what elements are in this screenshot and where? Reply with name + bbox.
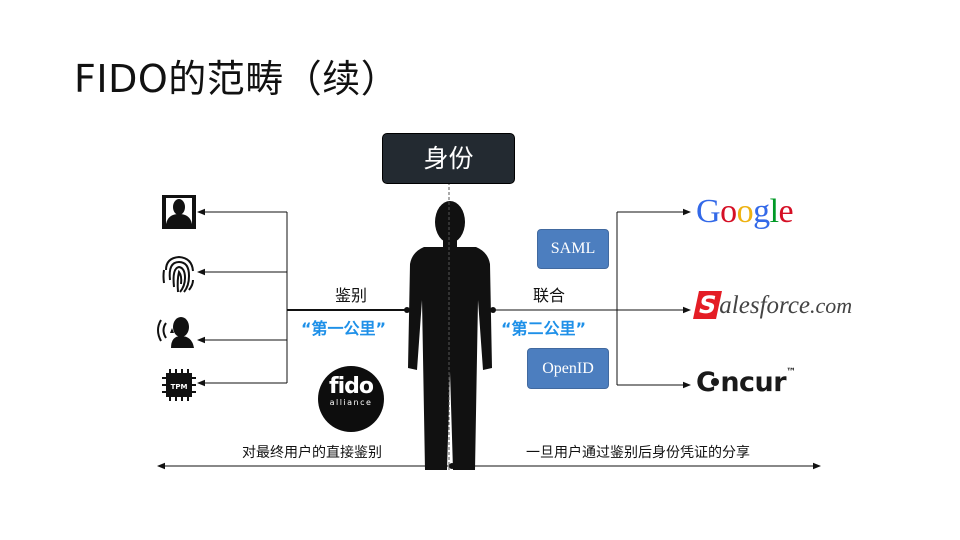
fido-alliance-logo: fido alliance [318, 366, 384, 432]
google-logo: Google [696, 193, 794, 231]
salesforce-logo: Salesforce.com [693, 291, 853, 320]
right-connector [493, 208, 691, 389]
tpm-chip-icon: TPM [162, 369, 196, 401]
first-mile-label: “第一公里” [301, 319, 387, 338]
fido-logo-sub: alliance [329, 398, 373, 407]
concur-c: C [696, 367, 716, 398]
tpm-label: TPM [171, 383, 188, 391]
google-letter: l [769, 193, 779, 230]
concur-dot-icon [711, 378, 720, 386]
google-letter: o [736, 193, 754, 230]
salesforce-word: alesforce [719, 292, 811, 319]
fingerprint-icon [162, 255, 194, 293]
google-letter: o [720, 193, 737, 230]
salesforce-s-mark: S [693, 291, 723, 319]
saml-box: SAML [537, 229, 609, 269]
face-icon [162, 195, 196, 229]
concur-tm: ™ [786, 367, 796, 378]
salesforce-dotcom: .com [810, 293, 853, 318]
google-letter: g [753, 193, 770, 230]
right-caption: 一旦用户通过鉴别后身份凭证的分享 [526, 445, 750, 461]
google-letter: e [778, 193, 794, 230]
bottom-center-dot [449, 463, 455, 469]
openid-box: OpenID [527, 348, 609, 389]
fido-logo-word: fido [329, 374, 374, 399]
left-connector-dot [404, 307, 410, 313]
voice-icon [157, 317, 194, 348]
authentication-label: 鉴别 [335, 286, 368, 305]
right-connector-dot [490, 307, 496, 313]
second-mile-label: “第二公里” [501, 319, 587, 338]
federation-label: 联合 [533, 286, 566, 305]
slide-title: FIDO的范畴（续） [74, 57, 400, 101]
person-silhouette-icon [408, 201, 492, 470]
google-letter: G [696, 193, 721, 230]
left-connector [197, 208, 407, 387]
left-caption: 对最终用户的直接鉴别 [242, 445, 382, 461]
identity-box: 身份 [382, 133, 515, 184]
concur-word: ncur [720, 367, 787, 398]
